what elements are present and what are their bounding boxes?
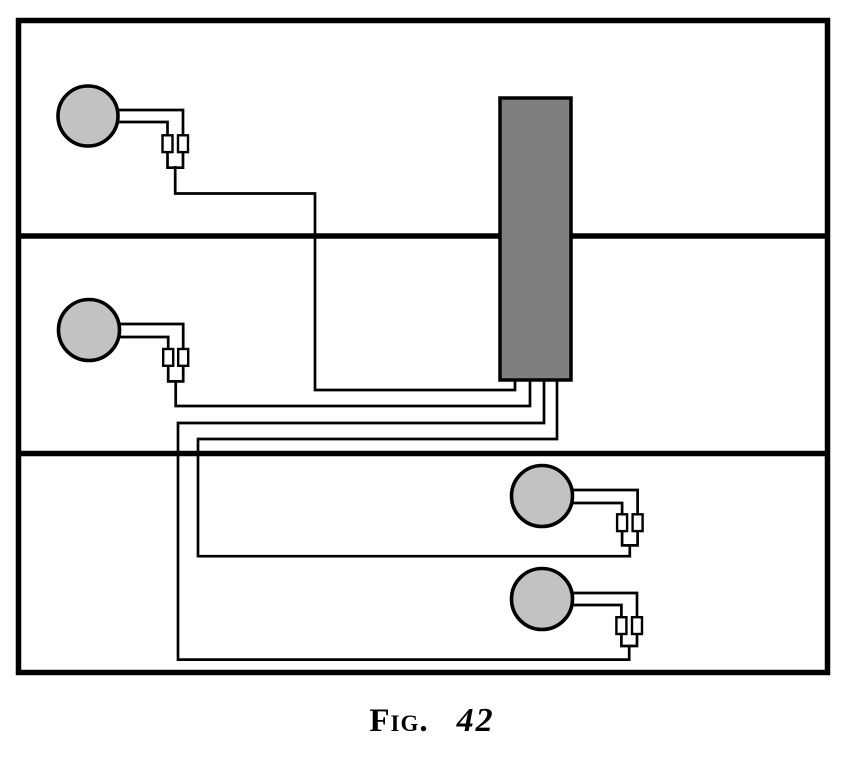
circuit-bottom-upper-wire-trace-4 (196, 381, 632, 558)
circuit-middle-electrode (56, 297, 122, 363)
circuit-bottom-lower-pad-left (615, 616, 628, 636)
connector-block (498, 96, 573, 382)
circuit-bottom-lower-wire-trace-4 (176, 381, 631, 661)
figure-label: Fig. (369, 703, 429, 739)
circuit-top-electrode (56, 84, 120, 148)
circuit-top-pad-right (176, 134, 190, 154)
circuit-middle-pad-right (176, 347, 190, 367)
circuit-bottom-upper-electrode (509, 463, 575, 529)
outer-frame (15, 17, 831, 676)
circuit-top-wire-trace-4 (173, 166, 517, 392)
circuit-bottom-lower-pad-right (630, 616, 644, 636)
circuit-middle-pad-left (161, 347, 175, 367)
circuit-top-pad-left (161, 134, 174, 154)
circuit-top-wire-trace-1 (88, 108, 185, 137)
circuit-bottom-lower-electrode (509, 566, 575, 632)
circuit-middle-wire-trace-4 (174, 380, 532, 408)
figure-number: 42 (456, 702, 495, 739)
circuit-bottom-upper-pad-left (615, 513, 629, 533)
circuit-bottom-upper-wire-trace-1 (542, 488, 639, 516)
circuit-bottom-upper-pad-right (631, 513, 644, 533)
figure-caption: Fig. 42 (7, 702, 850, 740)
